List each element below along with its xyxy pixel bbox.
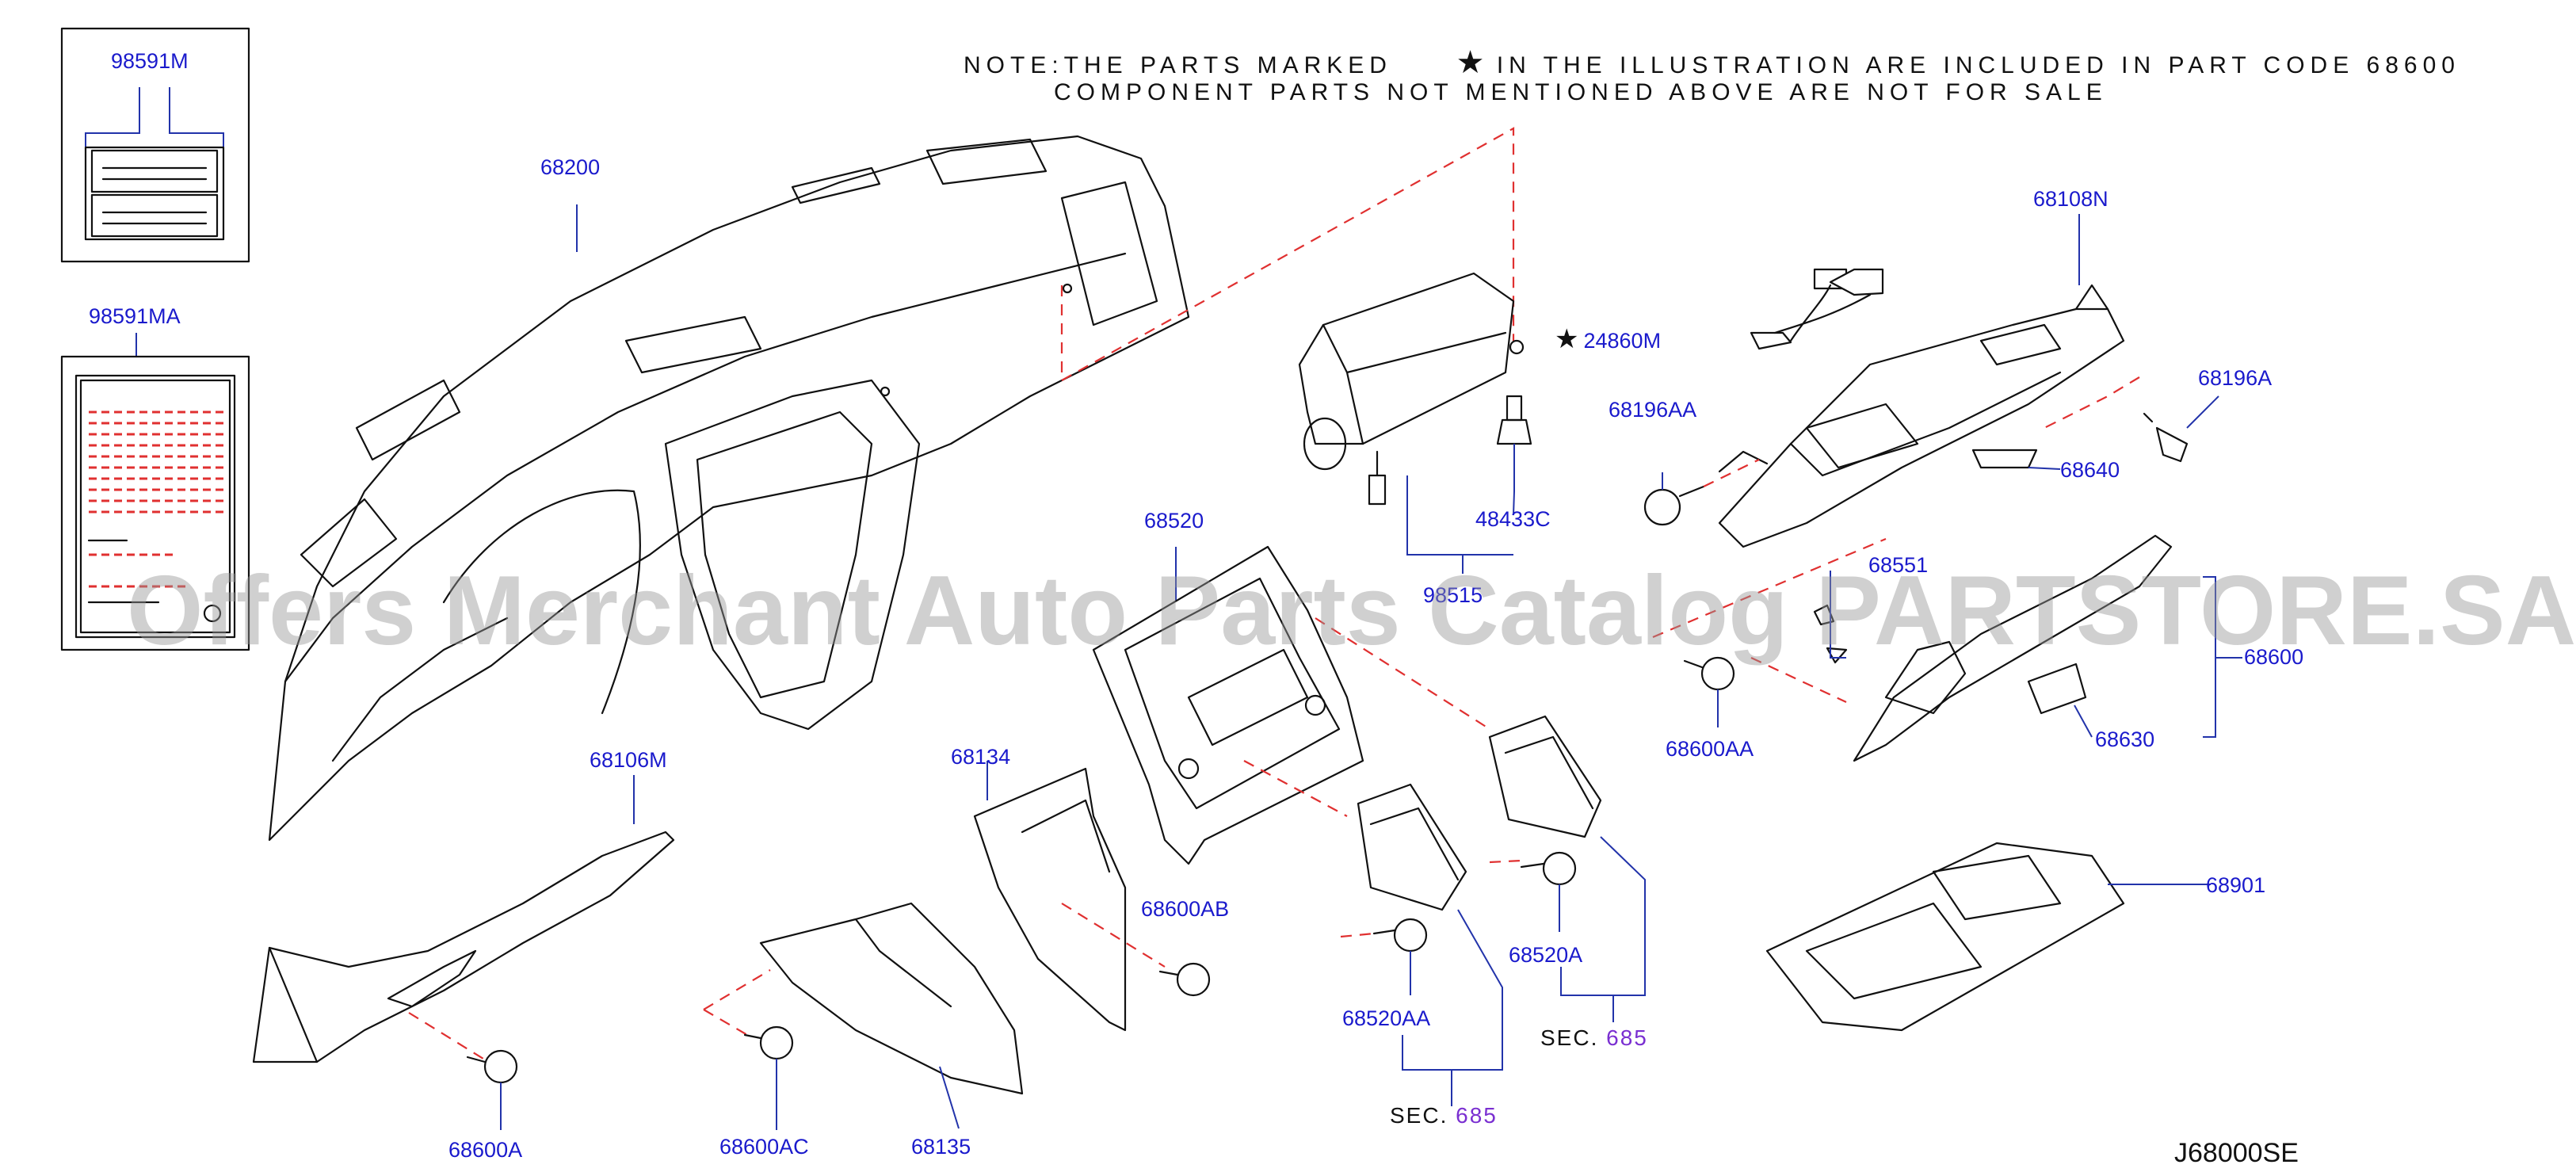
part-label-68600ac[interactable]: 68600AC — [719, 1135, 809, 1159]
vent-duct-left-illustration — [1357, 783, 1503, 1106]
part-label-68901[interactable]: 68901 — [2206, 873, 2266, 897]
part-label-98591m[interactable]: 98591M — [111, 49, 189, 73]
striker-68640-illustration — [1971, 449, 2061, 470]
part-label-68196a[interactable]: 68196A — [2198, 366, 2273, 390]
part-label-98515[interactable]: 98515 — [1423, 583, 1483, 607]
section-reference[interactable]: SEC. 685 — [1390, 1103, 1498, 1128]
label-98591ma-illustration — [60, 333, 250, 651]
part-label-68600ab[interactable]: 68600AB — [1141, 897, 1230, 921]
screw-68600aa-illustration — [1652, 537, 1887, 727]
label-98591m-illustration — [60, 27, 250, 263]
part-label-68106m[interactable]: 68106M — [590, 748, 667, 772]
part-label-68196aa[interactable]: 68196AA — [1609, 398, 1697, 422]
part-label-68520[interactable]: 68520 — [1144, 509, 1204, 533]
part-label-48433c[interactable]: 48433C — [1475, 507, 1551, 531]
bracket-68551-illustration — [1813, 571, 1846, 659]
part-label-68630[interactable]: 68630 — [2095, 727, 2155, 751]
lower-cover-68106m-illustration — [252, 775, 675, 1130]
diagram-drawing: .ln { fill:none; stroke:#111; stroke-wid… — [60, 27, 2242, 1130]
part-label-68134[interactable]: 68134 — [951, 745, 1011, 769]
clip-68196aa-illustration — [1643, 459, 1760, 526]
part-label-24860m-text: 24860M — [1583, 329, 1662, 353]
section-reference[interactable]: SEC. 685 — [1540, 1025, 1648, 1051]
diagram-code: J68000SE — [2174, 1138, 2299, 1168]
part-label-68551[interactable]: 68551 — [1868, 553, 1929, 577]
section-prefix: SEC. — [1390, 1103, 1448, 1128]
part-label-68200[interactable]: 68200 — [540, 155, 601, 179]
tray-68901-illustration — [1765, 842, 2211, 1032]
part-label-68600[interactable]: 68600 — [2244, 645, 2304, 669]
note-line-1-after: IN THE ILLUSTRATION ARE INCLUDED IN PART… — [1496, 52, 2460, 78]
glove-box-68108n-illustration — [1718, 214, 2125, 548]
instrument-panel-illustration — [268, 135, 1190, 842]
part-label-68600a[interactable]: 68600A — [448, 1138, 523, 1162]
part-label-68520a[interactable]: 68520A — [1509, 943, 1583, 967]
part-label-68108n[interactable]: 68108N — [2033, 187, 2109, 211]
clip-68196a-illustration — [2044, 376, 2219, 463]
section-number: 685 — [1456, 1103, 1498, 1128]
section-prefix: SEC. — [1540, 1025, 1599, 1050]
part-label-98591ma[interactable]: 98591MA — [89, 304, 181, 328]
center-cluster-illustration — [1092, 545, 1490, 865]
knee-cover-68135-illustration — [703, 902, 1024, 1130]
note-line-2: COMPONENT PARTS NOT MENTIONED ABOVE ARE … — [1054, 79, 2108, 105]
part-label-68520aa[interactable]: 68520AA — [1342, 1006, 1431, 1030]
section-number: 685 — [1606, 1025, 1648, 1050]
note-line-1: NOTE:THE PARTS MARKED ★ IN THE ILLUSTRAT… — [964, 44, 2460, 81]
note-line-1-before: NOTE:THE PARTS MARKED — [964, 52, 1392, 78]
part-label-24860m[interactable]: ★24860M — [1555, 323, 1661, 355]
vent-duct-right-illustration — [1340, 715, 1646, 1022]
bolt-48433c-illustration — [1496, 395, 1532, 516]
star-marker-icon: ★ — [1456, 45, 1485, 80]
star-marker-icon: ★ — [1555, 324, 1579, 354]
part-label-68640[interactable]: 68640 — [2060, 458, 2120, 482]
part-label-68600aa[interactable]: 68600AA — [1666, 737, 1754, 761]
latch-68630-illustration — [2027, 662, 2093, 738]
parts-diagram: .ln { fill:none; stroke:#111; stroke-wid… — [60, 27, 2576, 1168]
airbag-module-illustration — [1298, 272, 1525, 574]
side-cover-68134-illustration — [973, 761, 1211, 1032]
part-label-68135[interactable]: 68135 — [911, 1135, 971, 1159]
airbag-reference-dash — [1061, 127, 1515, 381]
